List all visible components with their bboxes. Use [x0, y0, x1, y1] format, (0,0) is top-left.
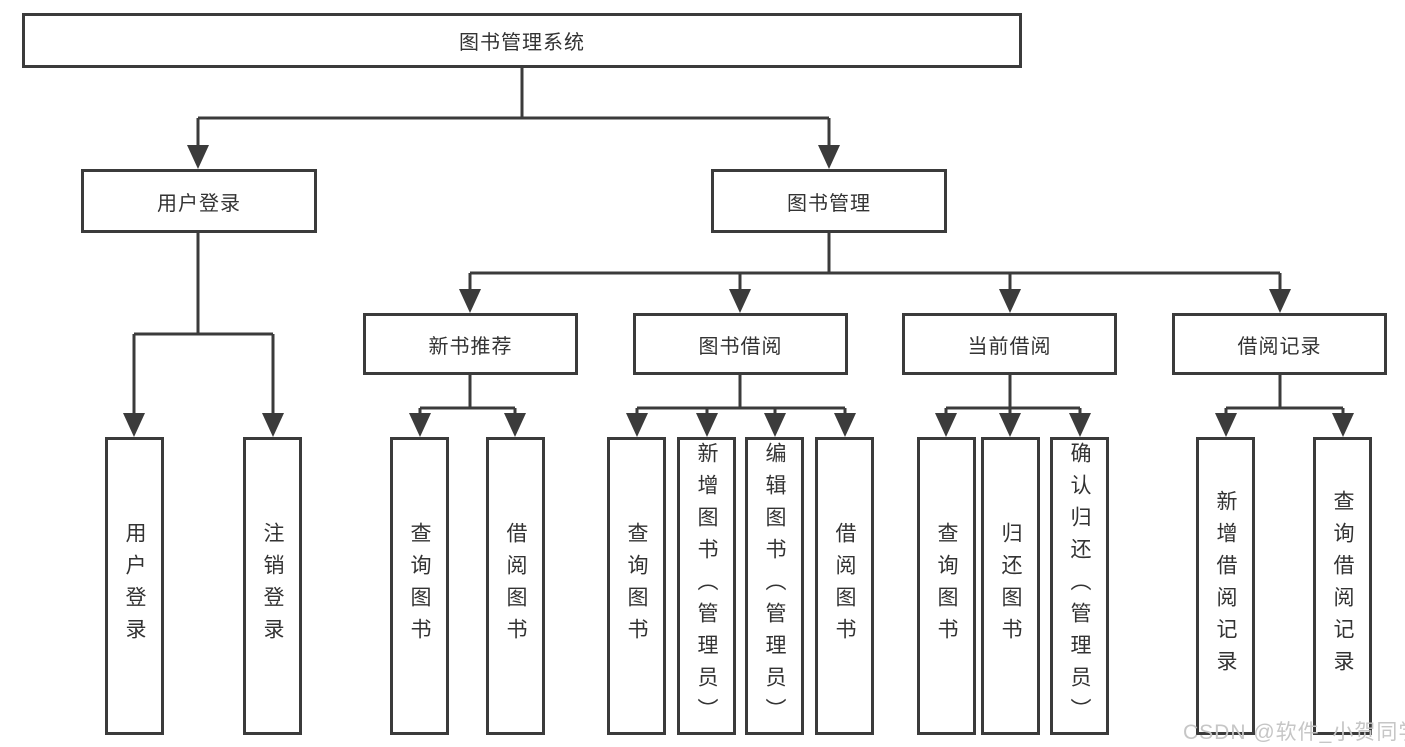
leaf-edit-books-admin-label: 编辑图书（管理员） — [763, 442, 786, 730]
arrow-icon — [409, 413, 431, 437]
leaf-query-books-current: 查询图书 — [917, 437, 976, 735]
connector-newbooks-children — [418, 375, 517, 416]
leaf-confirm-return-admin-label: 确认归还（管理员） — [1068, 442, 1091, 730]
node-current-borrowing-label: 当前借阅 — [967, 335, 1052, 358]
arrow-icon — [1332, 413, 1354, 437]
leaf-user-login-label: 用户登录 — [123, 522, 146, 650]
csdn-watermark: CSDN @软件_小贺同学 — [1183, 721, 1405, 744]
connector-records-children — [1224, 375, 1345, 416]
arrow-icon — [834, 413, 856, 437]
arrow-icon — [1069, 413, 1091, 437]
arrow-icon — [1215, 413, 1237, 437]
leaf-return-books-label: 归还图书 — [999, 522, 1022, 650]
leaf-user-login: 用户登录 — [105, 437, 164, 735]
node-root-library-system: 图书管理系统 — [22, 13, 1022, 68]
arrow-icon — [764, 413, 786, 437]
leaf-query-books-current-label: 查询图书 — [935, 522, 958, 650]
connector-root-to-level1 — [196, 68, 831, 147]
arrow-icon — [123, 413, 145, 437]
connector-borrow-children — [635, 375, 847, 416]
arrow-icon — [818, 145, 840, 169]
leaf-return-books: 归还图书 — [981, 437, 1040, 735]
leaf-borrow-books: 借阅图书 — [815, 437, 874, 735]
node-borrowing-records-label: 借阅记录 — [1237, 335, 1322, 358]
leaf-add-borrow-record: 新增借阅记录 — [1196, 437, 1255, 735]
node-borrowing-records: 借阅记录 — [1172, 313, 1387, 375]
leaf-borrow-books-recommend: 借阅图书 — [486, 437, 545, 735]
leaf-logout-label: 注销登录 — [261, 522, 284, 650]
connector-userlogin-children — [132, 233, 275, 415]
leaf-add-books-admin-label: 新增图书（管理员） — [695, 442, 718, 730]
node-book-management-branch: 图书管理 — [711, 169, 947, 233]
arrow-icon — [262, 413, 284, 437]
connector-bookmgmt-sections — [468, 233, 1282, 291]
leaf-confirm-return-admin: 确认归还（管理员） — [1050, 437, 1109, 735]
node-new-book-recommend: 新书推荐 — [363, 313, 578, 375]
leaf-query-books-borrowing-label: 查询图书 — [625, 522, 648, 650]
node-new-book-recommend-label: 新书推荐 — [428, 335, 513, 358]
node-book-borrowing: 图书借阅 — [633, 313, 848, 375]
connector-current-children — [944, 375, 1082, 416]
node-book-borrowing-label: 图书借阅 — [698, 335, 783, 358]
leaf-borrow-books-label: 借阅图书 — [833, 522, 856, 650]
arrow-icon — [729, 289, 751, 313]
leaf-logout: 注销登录 — [243, 437, 302, 735]
arrow-icon — [999, 413, 1021, 437]
arrow-icon — [626, 413, 648, 437]
leaf-query-books-recommend-label: 查询图书 — [408, 522, 431, 650]
leaf-query-books-borrowing: 查询图书 — [607, 437, 666, 735]
node-user-login-branch: 用户登录 — [81, 169, 317, 233]
node-book-management-label: 图书管理 — [787, 192, 871, 215]
arrow-icon — [187, 145, 209, 169]
arrow-icon — [696, 413, 718, 437]
node-root-label: 图书管理系统 — [459, 32, 585, 54]
arrow-icon — [999, 289, 1021, 313]
leaf-add-books-admin: 新增图书（管理员） — [677, 437, 736, 735]
leaf-query-borrow-record-label: 查询借阅记录 — [1331, 490, 1354, 682]
arrowheads — [123, 145, 1354, 437]
leaf-query-borrow-record: 查询借阅记录 — [1313, 437, 1372, 735]
arrow-icon — [1269, 289, 1291, 313]
arrow-icon — [935, 413, 957, 437]
node-current-borrowing: 当前借阅 — [902, 313, 1117, 375]
arrow-icon — [504, 413, 526, 437]
leaf-query-books-recommend: 查询图书 — [390, 437, 449, 735]
leaf-add-borrow-record-label: 新增借阅记录 — [1214, 490, 1237, 682]
leaf-borrow-books-recommend-label: 借阅图书 — [504, 522, 527, 650]
arrow-icon — [459, 289, 481, 313]
leaf-edit-books-admin: 编辑图书（管理员） — [745, 437, 804, 735]
node-user-login-label: 用户登录 — [157, 192, 241, 215]
